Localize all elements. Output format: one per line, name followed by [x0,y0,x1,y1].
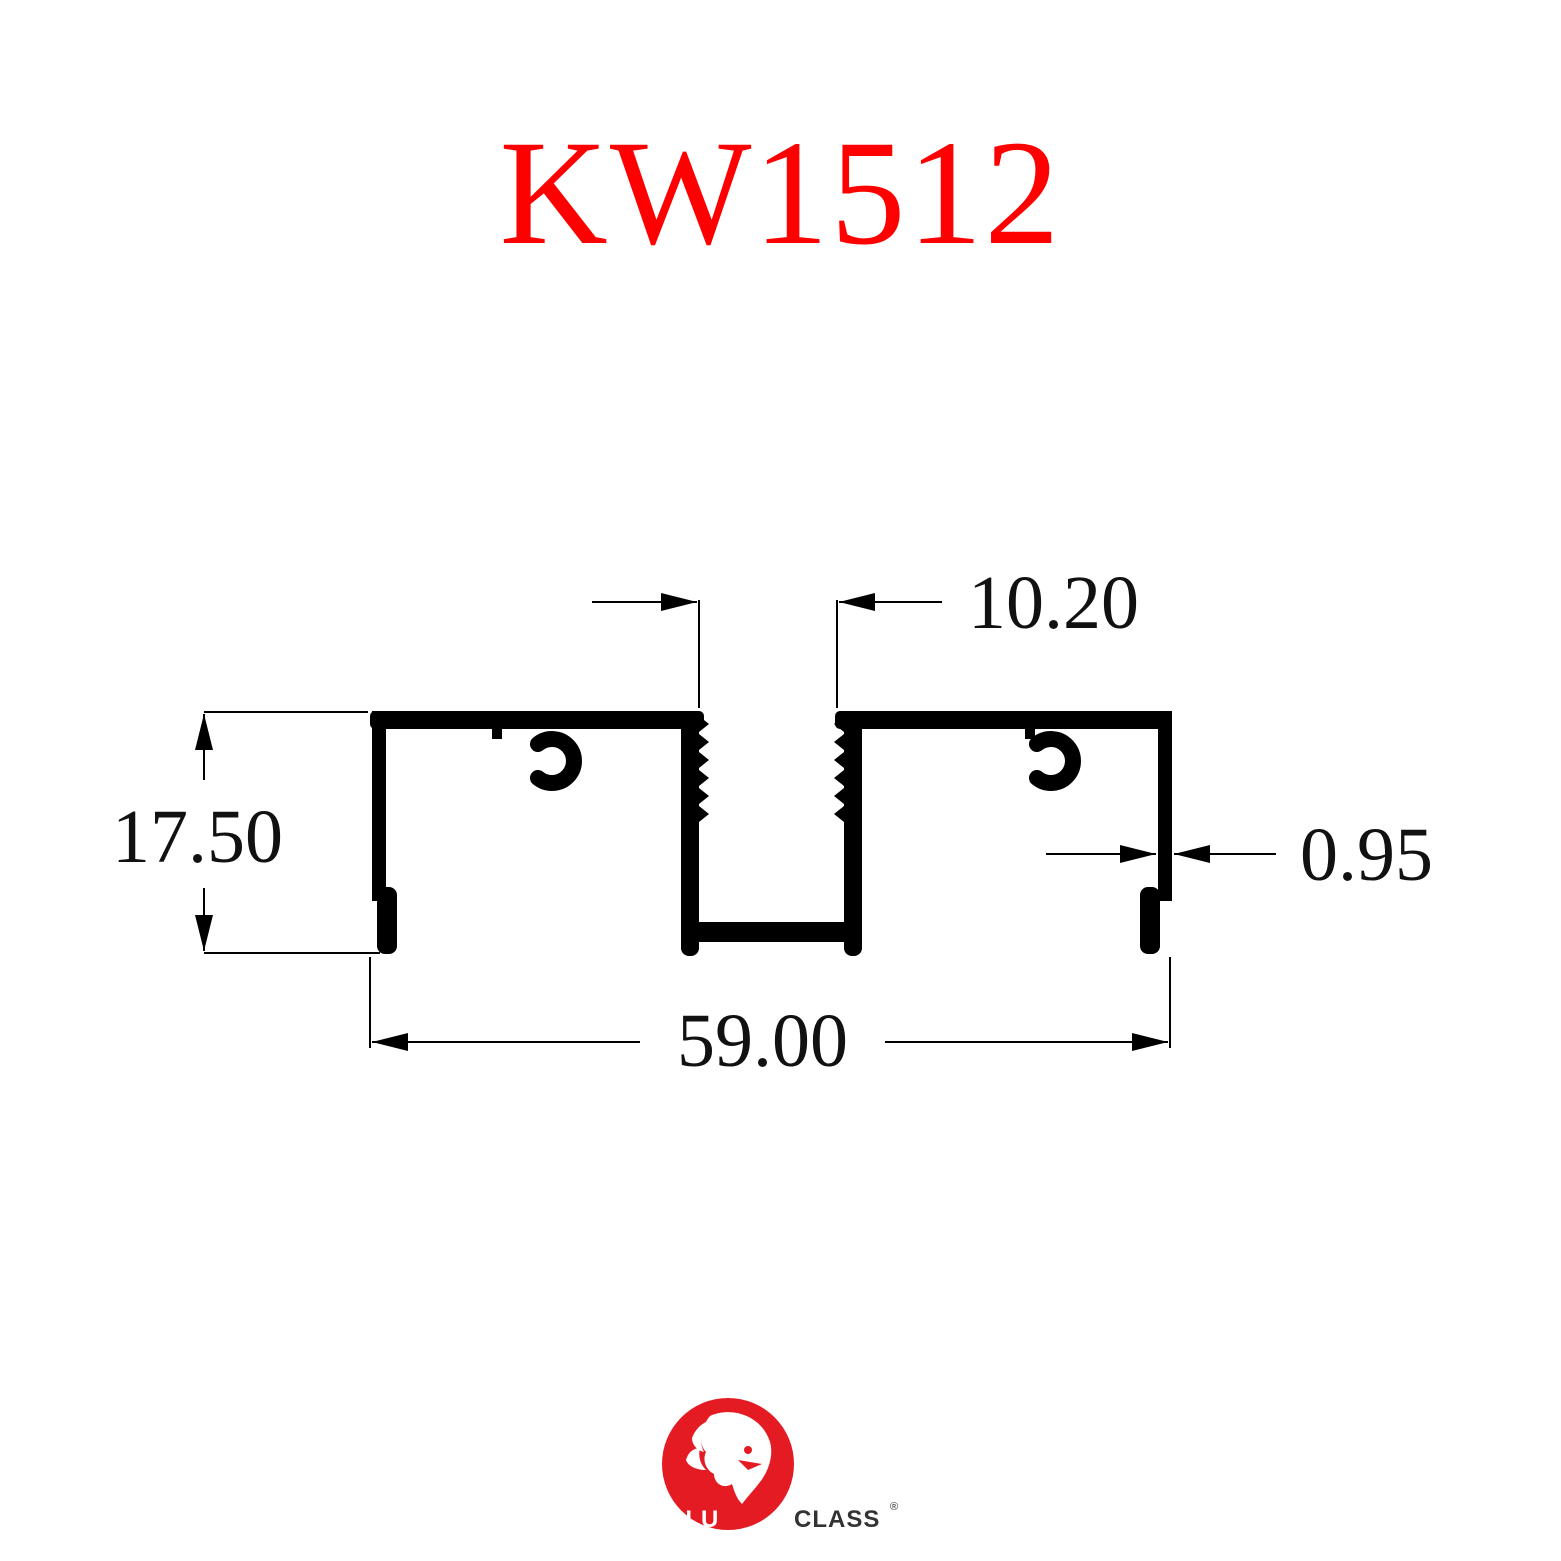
dimension-gap-label: 10.20 [968,561,1139,645]
right-screw-port [1029,731,1081,791]
right-top-flange [835,711,1172,729]
left-outer-wall [372,711,386,901]
dimension-thickness-label: 0.95 [1300,813,1433,897]
logo-text-alu: ALU [667,1506,720,1533]
left-outer-lip [377,887,397,954]
channel-base [690,922,852,942]
dimension-width-label: 59.00 [677,999,848,1083]
lion-head-icon [686,1412,772,1504]
left-screw-port [530,731,582,791]
screw-ports [530,731,1081,791]
dimension-height-label: 17.50 [112,795,283,879]
left-top-flange [370,711,704,729]
profile-code-title: KW1512 [499,110,1062,276]
logo-text-class: CLASS [794,1506,881,1533]
channel-right-wall [844,711,862,956]
dimension-lines [195,593,1276,1051]
aluminium-profile [370,711,1172,956]
right-serrations [834,716,844,822]
left-serrations [699,716,709,822]
right-outer-wall [1158,711,1172,901]
alu-class-logo: ALU CLASS ® [662,1398,922,1538]
right-outer-lip [1140,887,1160,954]
channel-left-wall [681,711,699,956]
registered-mark: ® [890,1501,899,1513]
